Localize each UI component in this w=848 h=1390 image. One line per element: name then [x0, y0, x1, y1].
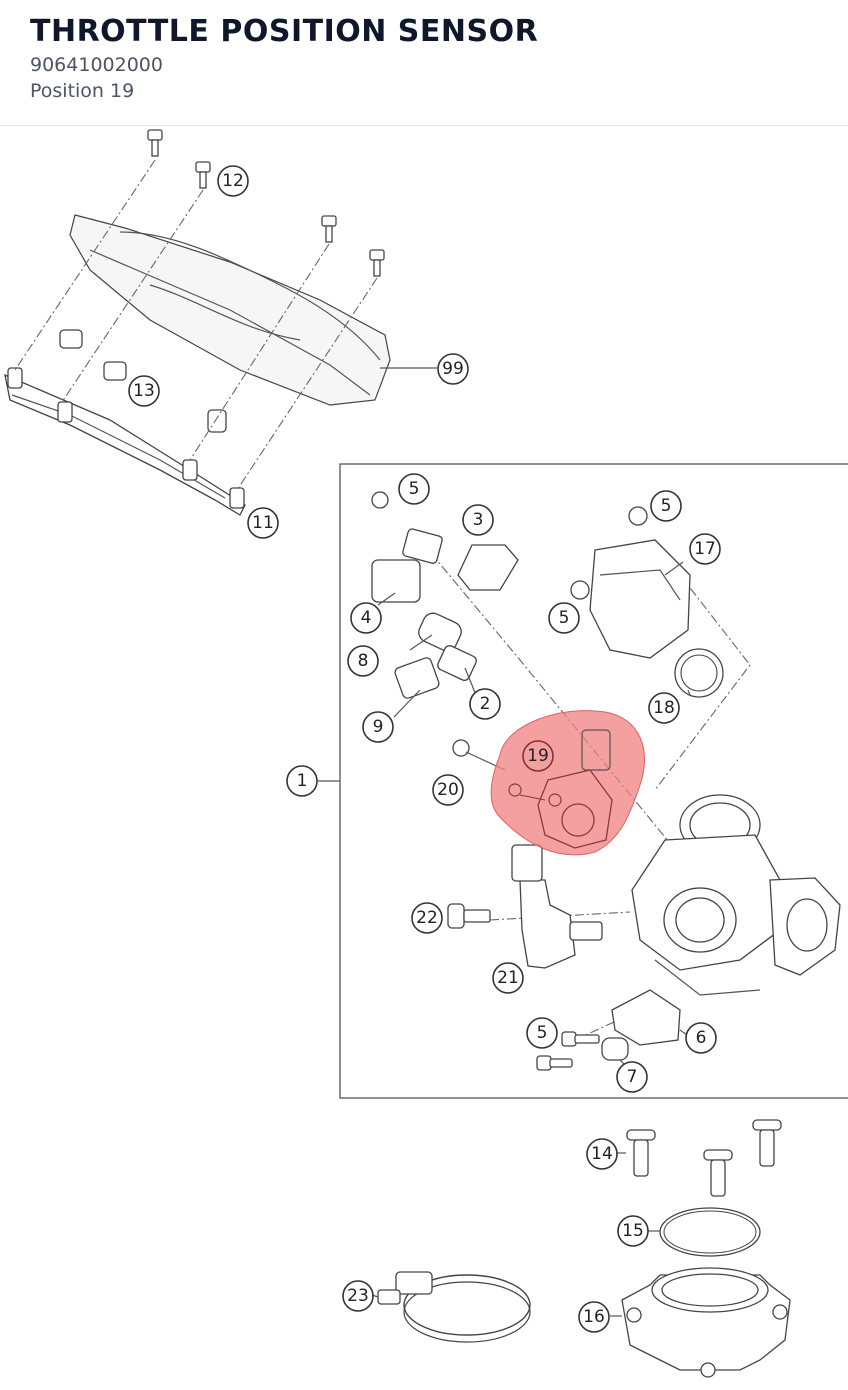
callout-13[interactable]: 13	[128, 375, 160, 407]
airbox-cover-assembly	[4, 129, 437, 516]
svg-text:8: 8	[358, 651, 369, 671]
callout-14[interactable]: 14	[586, 1138, 618, 1170]
svg-text:20: 20	[437, 780, 459, 800]
part-number: 90641002000	[30, 54, 163, 76]
callout-18[interactable]: 18	[648, 692, 680, 724]
callout-7[interactable]: 7	[616, 1061, 648, 1093]
svg-text:13: 13	[133, 381, 155, 401]
svg-text:9: 9	[373, 717, 384, 737]
part-header: THROTTLE POSITION SENSOR 90641002000 Pos…	[0, 0, 848, 126]
svg-text:23: 23	[347, 1286, 369, 1306]
svg-text:16: 16	[583, 1307, 605, 1327]
callout-21[interactable]: 21	[492, 962, 524, 994]
svg-text:17: 17	[694, 539, 716, 559]
svg-text:22: 22	[416, 908, 438, 928]
svg-text:5: 5	[537, 1023, 548, 1043]
callout-6[interactable]: 6	[685, 1022, 717, 1054]
svg-text:2: 2	[480, 694, 491, 714]
throttle-position-sensor-highlight[interactable]	[490, 710, 645, 856]
throttle-body-assembly	[371, 491, 841, 1071]
svg-text:18: 18	[653, 698, 675, 718]
part-title: THROTTLE POSITION SENSOR	[30, 14, 539, 49]
callout-19-selected[interactable]: 19	[522, 740, 554, 772]
svg-text:12: 12	[222, 171, 244, 191]
part-position: Position 19	[30, 80, 135, 102]
callout-4[interactable]: 4	[350, 602, 382, 634]
svg-text:19: 19	[527, 746, 549, 766]
callout-12[interactable]: 12	[217, 165, 249, 197]
callout-1[interactable]: 1	[286, 765, 318, 797]
svg-text:15: 15	[622, 1221, 644, 1241]
callout-15[interactable]: 15	[617, 1215, 649, 1247]
callout-9[interactable]: 9	[362, 711, 394, 743]
callout-16[interactable]: 16	[578, 1301, 610, 1333]
callout-5-top-left[interactable]: 5	[398, 473, 430, 505]
callout-3[interactable]: 3	[462, 504, 494, 536]
callout-22[interactable]: 22	[411, 902, 443, 934]
svg-text:5: 5	[661, 496, 672, 516]
callout-5-top-right[interactable]: 5	[650, 490, 682, 522]
svg-text:4: 4	[361, 608, 372, 628]
callout-99[interactable]: 99	[437, 353, 469, 385]
callout-2[interactable]: 2	[469, 688, 501, 720]
callout-5-bottom[interactable]: 5	[526, 1017, 558, 1049]
svg-text:5: 5	[559, 608, 570, 628]
callout-8[interactable]: 8	[347, 645, 379, 677]
callout-5-middle[interactable]: 5	[548, 602, 580, 634]
callout-11[interactable]: 11	[247, 507, 279, 539]
intake-flange-assembly	[371, 1119, 791, 1378]
svg-text:14: 14	[591, 1144, 613, 1164]
svg-text:21: 21	[497, 968, 519, 988]
callout-20[interactable]: 20	[432, 774, 464, 806]
svg-text:6: 6	[696, 1028, 707, 1048]
callout-23[interactable]: 23	[342, 1280, 374, 1312]
svg-text:1: 1	[297, 771, 308, 791]
callout-17[interactable]: 17	[689, 533, 721, 565]
svg-text:3: 3	[473, 510, 484, 530]
svg-text:7: 7	[627, 1067, 638, 1087]
svg-text:11: 11	[252, 513, 274, 533]
svg-text:5: 5	[409, 479, 420, 499]
svg-text:99: 99	[442, 359, 464, 379]
exploded-parts-diagram[interactable]: 12 13 99 11 5 3 5 17 4 5 8 2 18 9 19 1 2…	[0, 127, 848, 1390]
